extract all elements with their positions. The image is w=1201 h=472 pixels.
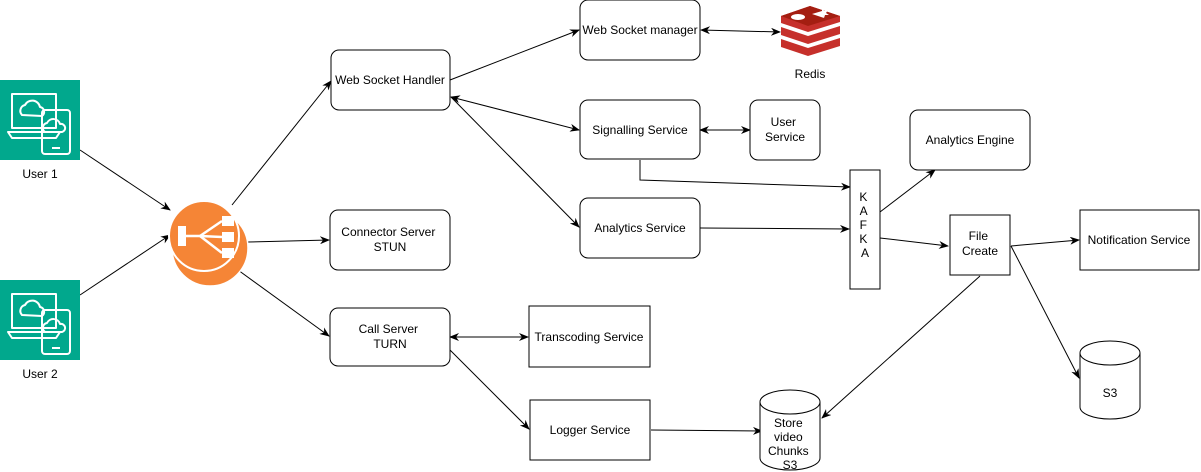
kafka-letter: A [861, 246, 869, 260]
connector-server-label: Connector Server STUN [341, 225, 438, 254]
store-chunks-label-line3: Chunks [768, 444, 809, 458]
kafka-letter: K [859, 190, 867, 204]
device-icon [0, 80, 80, 160]
edge-ws-handler-to-ws-manager [449, 29, 580, 81]
ws-manager-label: Web Socket manager [582, 23, 697, 37]
signalling-label: Signalling Service [592, 123, 688, 137]
edge-file-create-to-s3 [1010, 245, 1080, 379]
edge-ws-handler-to-analytics [450, 96, 580, 228]
analytics-engine-label: Analytics Engine [926, 133, 1015, 147]
store-chunks-label-line1: Store [774, 416, 803, 430]
user2-node: User 2 [0, 280, 80, 381]
store-chunks-cylinder: Store video Chunks S3 [759, 389, 821, 472]
edge-file-create-to-notification [1010, 236, 1080, 247]
edge-user1-to-lb [79, 149, 171, 211]
user-service-label: User Service [765, 115, 805, 144]
s3-label: S3 [1103, 386, 1118, 400]
user2-label: User 2 [22, 367, 58, 381]
call-server-label: Call Server TURN [359, 322, 422, 351]
analytics-service-label: Analytics Service [594, 221, 686, 235]
user-service-label-line1: User [771, 115, 796, 129]
user1-label: User 1 [22, 167, 58, 181]
call-server-box: Call Server TURN [329, 307, 451, 367]
edge-call-server-to-logger [449, 349, 530, 430]
store-chunks-label: Store video Chunks S3 [768, 416, 812, 472]
logger-service-box: Logger Service [529, 399, 651, 461]
store-chunks-label-line2: video [774, 430, 803, 444]
edge-lb-to-call-server [237, 269, 330, 337]
transcoding-service-label: Transcoding Service [535, 330, 644, 344]
edge-ws-manager-redis [700, 26, 781, 36]
edge-signalling-to-kafka [639, 160, 851, 191]
kafka-label: K A F K A [859, 190, 870, 260]
file-create-label: File Create [962, 229, 998, 258]
kafka-letter: F [860, 218, 867, 232]
call-server-label-line2: TURN [373, 337, 406, 351]
notification-service-label: Notification Service [1088, 233, 1191, 247]
user-service-label-line2: Service [765, 130, 805, 144]
device-icon [0, 280, 80, 360]
edge-analytics-to-kafka [699, 224, 850, 233]
file-create-label-line2: Create [962, 244, 998, 258]
redis-node: Redis [781, 6, 840, 81]
user-service-box: User Service [749, 99, 821, 161]
file-create-label-line1: File [969, 229, 989, 243]
call-server-label-line1: Call Server [359, 322, 418, 336]
redis-label: Redis [795, 67, 826, 81]
edge-kafka-to-analytics-engine [879, 169, 936, 213]
logger-service-label: Logger Service [550, 423, 631, 437]
load-balancer-icon [168, 200, 249, 287]
s3-cylinder: S3 [1079, 340, 1141, 420]
analytics-engine-box: Analytics Engine [909, 109, 1031, 171]
edge-lb-to-connector [247, 236, 330, 245]
edge-file-create-to-store [821, 275, 981, 419]
edges [79, 26, 1080, 435]
connector-server-box: Connector Server STUN [329, 209, 451, 271]
transcoding-service-box: Transcoding Service [528, 305, 651, 368]
connector-server-label-line2: STUN [374, 240, 407, 254]
kafka-letter: A [860, 204, 868, 218]
ws-manager-box: Web Socket manager [579, 0, 701, 61]
edge-lb-to-ws-handler [231, 80, 332, 206]
edge-logger-to-store [650, 426, 763, 435]
connector-server-label-line1: Connector Server [341, 225, 435, 239]
notification-service-box: Notification Service [1079, 209, 1200, 271]
ws-handler-label: Web Socket Handler [335, 73, 445, 87]
edge-ws-handler-signalling [450, 95, 580, 132]
user1-node: User 1 [0, 80, 80, 181]
store-chunks-label-line4: S3 [783, 458, 798, 472]
edge-kafka-to-file-create [879, 237, 949, 249]
ws-handler-box: Web Socket Handler [330, 49, 451, 111]
kafka-letter: K [859, 232, 867, 246]
redis-icon [781, 6, 840, 56]
kafka-box: K A F K A [849, 169, 881, 290]
edge-user2-to-lb [79, 234, 171, 296]
analytics-service-box: Analytics Service [579, 197, 701, 259]
file-create-box: File Create [949, 214, 1011, 276]
signalling-box: Signalling Service [579, 99, 701, 160]
